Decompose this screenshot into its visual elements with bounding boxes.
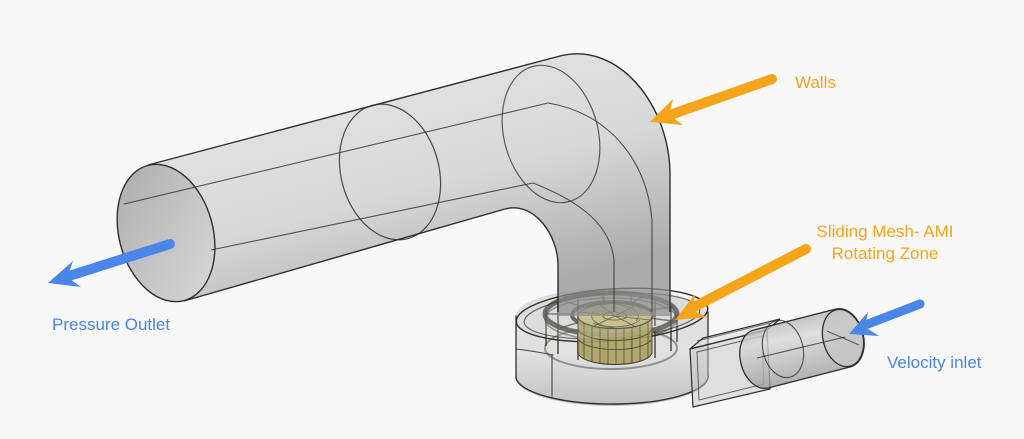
inlet-seam-line xyxy=(756,336,846,359)
velocity-inlet-arrow-shaft xyxy=(863,299,925,329)
pipe-seam-lower xyxy=(210,182,534,251)
walls-label: Walls xyxy=(795,73,836,92)
pipe-body xyxy=(116,53,670,317)
inlet-cap-seam xyxy=(826,330,860,346)
sliding-mesh-label-line1: Sliding Mesh- AMI xyxy=(817,222,954,241)
sliding-mesh-arrow-shaft xyxy=(689,244,811,312)
pipe-seam-upper xyxy=(123,102,549,205)
walls-arrow-head xyxy=(650,99,683,125)
outlet-pipe-assembly xyxy=(116,53,671,317)
velocity-inlet-arrow-head xyxy=(849,312,879,336)
pressure-outlet-arrow-shaft xyxy=(64,239,175,281)
pressure-outlet-annotation: Pressure Outlet xyxy=(48,239,175,334)
elbow-seam-inner xyxy=(532,182,615,312)
velocity-inlet-annotation: Velocity inlet xyxy=(849,299,982,372)
inlet-section-line xyxy=(761,319,805,379)
volute-mid-seam xyxy=(515,348,554,356)
sliding-mesh-arrow-head xyxy=(675,294,708,320)
sliding-mesh-label-line2: Rotating Zone xyxy=(832,244,939,263)
pipe-section-line-mid xyxy=(338,103,442,241)
elbow-seam-outer xyxy=(547,102,653,312)
pipe-inner-elbow-edge xyxy=(504,207,559,312)
pipe-end-cap xyxy=(116,163,216,303)
impeller-mesh-lines xyxy=(577,322,653,364)
velocity-inlet-label: Velocity inlet xyxy=(887,353,982,372)
walls-annotation: Walls xyxy=(650,73,836,125)
pipe-bottom-edge xyxy=(183,208,506,302)
pressure-outlet-arrow-head xyxy=(48,261,81,287)
inlet-pipe xyxy=(739,307,865,390)
sliding-mesh-annotation: Sliding Mesh- AMI Rotating Zone xyxy=(675,222,954,320)
walls-arrow-shaft xyxy=(665,74,777,120)
duct-inner-top-line xyxy=(696,322,771,342)
pressure-outlet-label: Pressure Outlet xyxy=(52,315,170,334)
pipe-top-edge xyxy=(147,53,671,312)
